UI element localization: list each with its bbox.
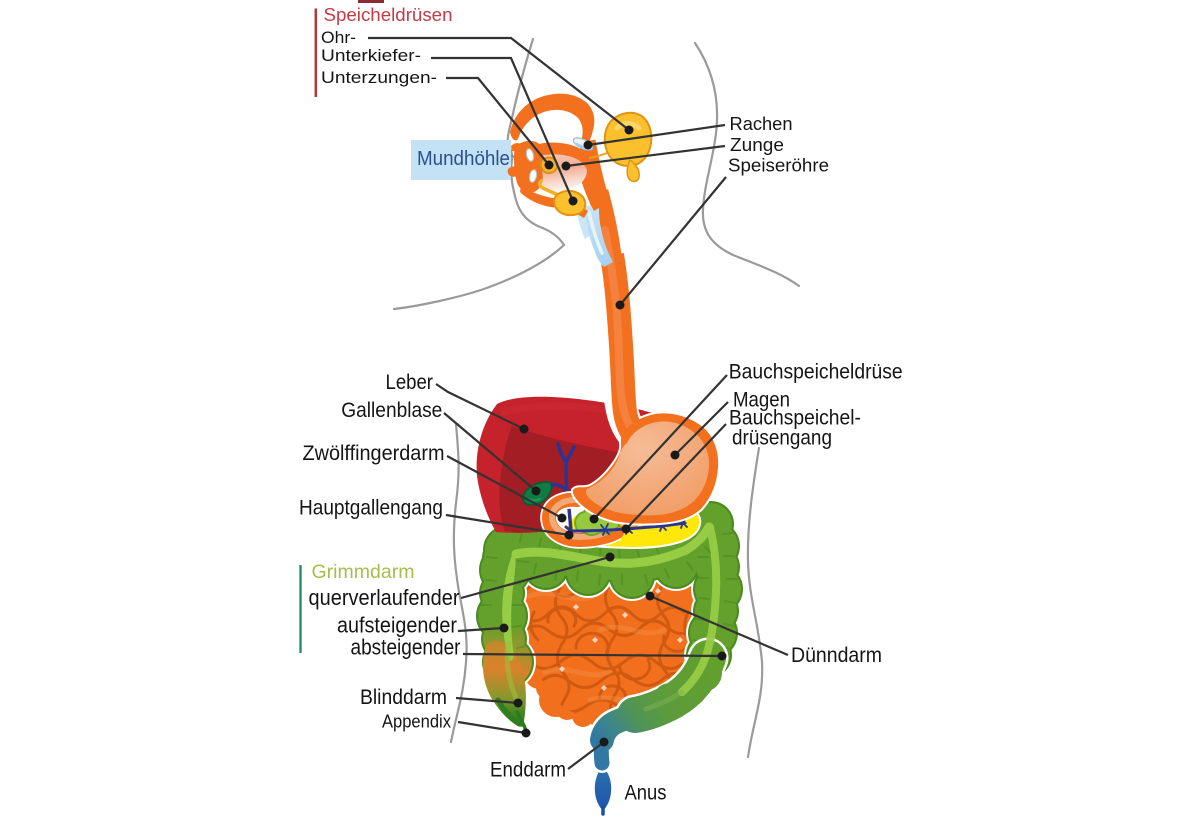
svg-text:Gallenblase: Gallenblase: [341, 398, 442, 422]
svg-text:Speicheldrüsen: Speicheldrüsen: [324, 4, 453, 25]
svg-text:Zunge: Zunge: [730, 135, 784, 155]
svg-text:Blinddarm: Blinddarm: [360, 685, 447, 709]
svg-text:Rachen: Rachen: [730, 114, 793, 134]
svg-text:Enddarm: Enddarm: [490, 758, 566, 782]
svg-text:Leber: Leber: [386, 370, 434, 394]
svg-text:absteigender: absteigender: [351, 635, 461, 660]
svg-text:Grimmdarm: Grimmdarm: [312, 561, 415, 583]
svg-text:Hauptgallengang: Hauptgallengang: [299, 496, 443, 520]
svg-text:Zwölffingerdarm: Zwölffingerdarm: [303, 441, 445, 465]
svg-text:aufsteigender: aufsteigender: [337, 613, 457, 638]
svg-text:Dünndarm: Dünndarm: [791, 644, 882, 667]
svg-text:Bauchspeicheldrüse: Bauchspeicheldrüse: [729, 360, 903, 384]
svg-text:Magen: Magen: [733, 388, 790, 412]
svg-text:Anus: Anus: [625, 781, 667, 805]
svg-text:Speiseröhre: Speiseröhre: [728, 156, 829, 176]
svg-text:Unterkiefer-: Unterkiefer-: [321, 46, 421, 65]
svg-text:querverlaufender: querverlaufender: [309, 585, 460, 610]
svg-text:drüsengang: drüsengang: [732, 426, 832, 450]
svg-text:Ohr-: Ohr-: [321, 28, 356, 47]
svg-text:Mundhöhle: Mundhöhle: [417, 148, 510, 170]
svg-text:Appendix: Appendix: [382, 711, 452, 732]
svg-text:Bauchspeichel-: Bauchspeichel-: [729, 406, 861, 430]
svg-text:Unterzungen-: Unterzungen-: [321, 68, 437, 87]
